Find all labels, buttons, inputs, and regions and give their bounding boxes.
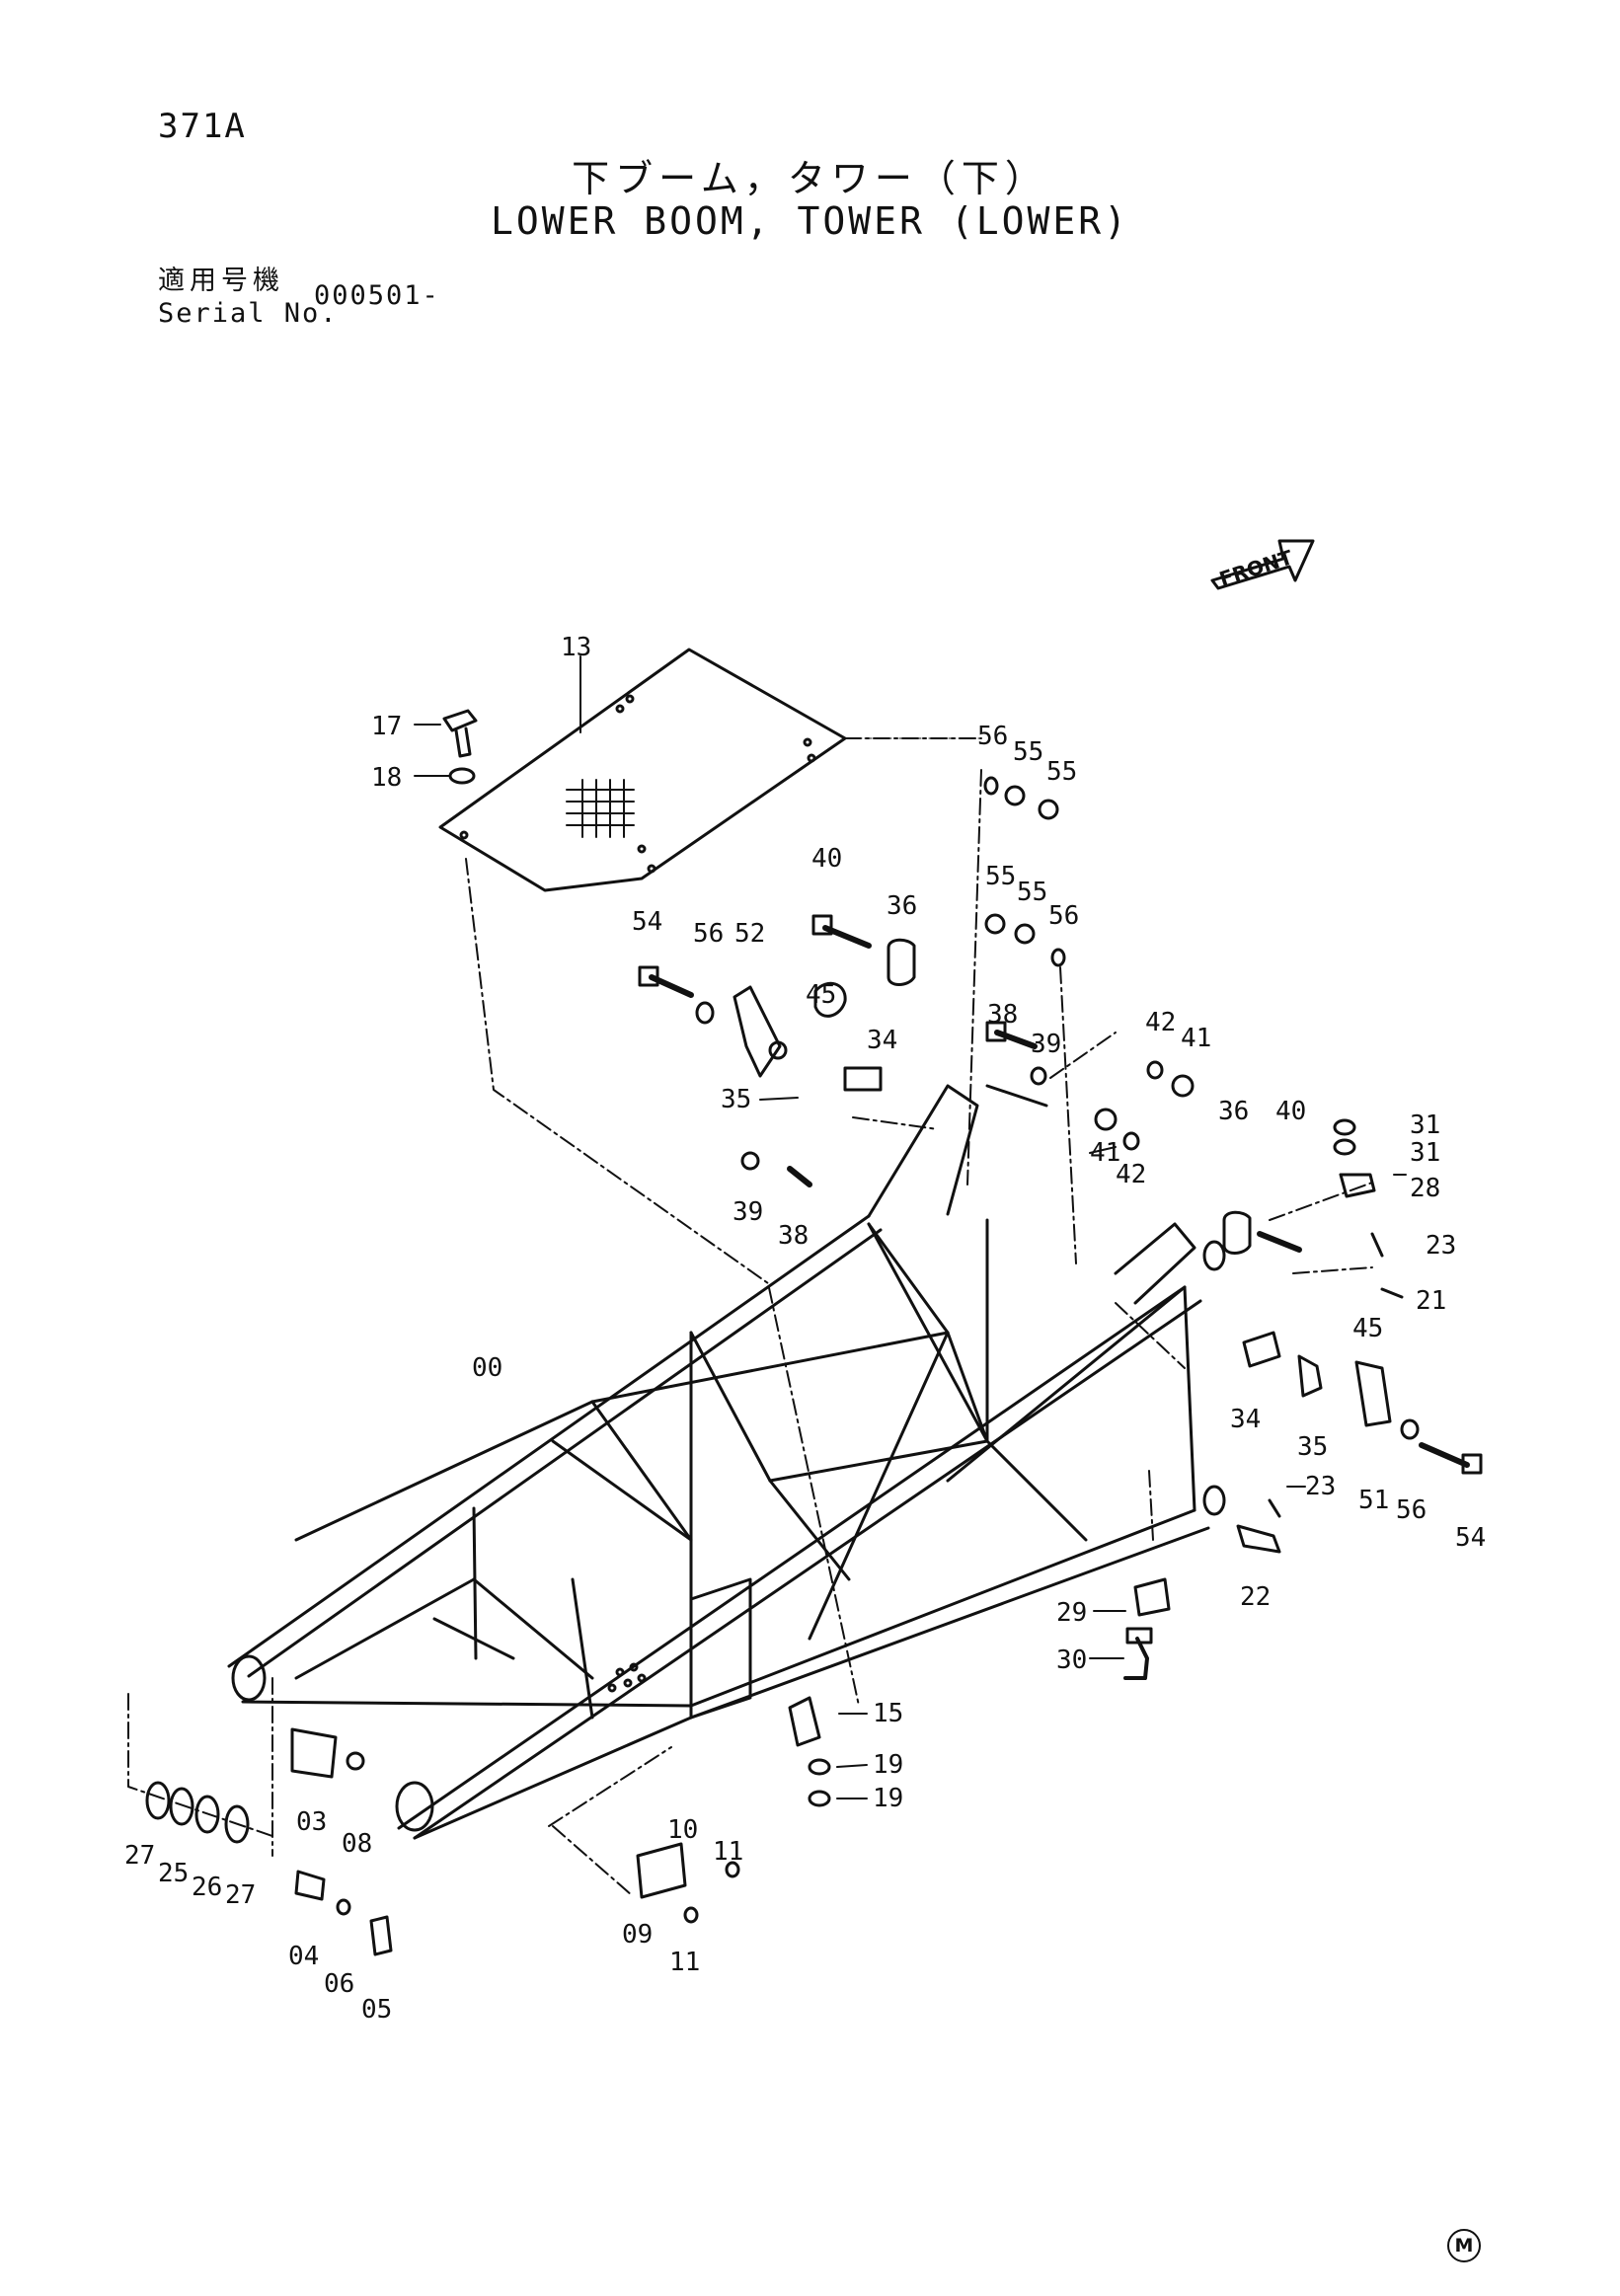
callout-label: 19	[873, 1750, 903, 1780]
lower-boom-frame	[227, 1084, 1226, 1840]
title-english: LOWER BOOM, TOWER (LOWER)	[491, 199, 1129, 243]
callout-label: 55	[1046, 757, 1077, 787]
callout-label: 04	[288, 1942, 319, 1971]
callout-label: 15	[873, 1699, 903, 1728]
page-code: 371A	[158, 107, 247, 146]
callout-label: 55	[985, 862, 1016, 891]
callout-label: 34	[1230, 1405, 1261, 1434]
callout-label: 23	[1426, 1231, 1456, 1261]
callout-label: 21	[1416, 1286, 1446, 1316]
callout-label: 00	[472, 1353, 502, 1383]
callout-label: 36	[1218, 1097, 1249, 1126]
title-japanese: 下ブーム，タワー（下）	[572, 157, 1048, 200]
serial-label-japanese: 適用号機	[158, 266, 284, 296]
front-arrow-icon	[1210, 539, 1315, 590]
callout-label: 34	[867, 1026, 897, 1055]
callout-label: 54	[1455, 1523, 1486, 1553]
callout-label: 06	[324, 1969, 354, 1999]
callout-label: 27	[124, 1841, 155, 1871]
callout-label: 18	[371, 763, 402, 793]
front-label: FRONT	[1216, 545, 1295, 591]
callout-label: 11	[669, 1948, 700, 1977]
callout-label: 03	[296, 1807, 327, 1837]
callout-label: 56	[1048, 901, 1079, 931]
callout-labels: 13 17 18 56 55 55 40 36 55 55 56 54 56 5…	[124, 633, 1486, 2025]
callout-label: 11	[713, 1837, 743, 1867]
callout-label: 05	[361, 1995, 392, 2025]
callout-label: 55	[1017, 878, 1047, 907]
callout-label: 55	[1013, 737, 1043, 767]
callout-label: 40	[811, 844, 842, 874]
callout-label: 08	[342, 1829, 372, 1859]
callout-label: 56	[1396, 1495, 1427, 1525]
callout-label: 56	[977, 722, 1008, 751]
callout-label: 26	[192, 1873, 222, 1902]
callout-label: 45	[1352, 1314, 1383, 1343]
m-mark: M	[1447, 2229, 1481, 2262]
callout-label: 17	[371, 712, 402, 741]
callout-label: 51	[1358, 1486, 1389, 1515]
serial-number: 000501-	[314, 280, 440, 311]
callout-label: 35	[1297, 1432, 1328, 1462]
leader-lines	[127, 737, 1373, 1896]
callout-label: 23	[1305, 1472, 1336, 1501]
callout-label: 35	[721, 1085, 751, 1114]
callout-label: 25	[158, 1859, 189, 1888]
callout-label: 31	[1410, 1138, 1440, 1168]
hardware	[145, 776, 1483, 1956]
callout-label: 29	[1056, 1598, 1087, 1628]
callout-label: 39	[1031, 1030, 1061, 1059]
bolt-17	[442, 709, 478, 758]
callout-label: 40	[1275, 1097, 1306, 1126]
callout-label: 31	[1410, 1110, 1440, 1140]
callout-leaders	[414, 655, 1407, 1799]
callout-label: 19	[873, 1784, 903, 1813]
callout-label: 38	[987, 1000, 1018, 1030]
callout-label: 41	[1181, 1024, 1211, 1053]
callout-label: 30	[1056, 1645, 1087, 1675]
callout-label: 45	[806, 980, 836, 1010]
callout-label: 28	[1410, 1174, 1440, 1203]
callout-label: 09	[622, 1920, 653, 1950]
callout-label: 54	[632, 907, 662, 937]
callout-label: 52	[734, 919, 765, 949]
washer-18	[448, 767, 476, 785]
callout-label: 42	[1116, 1160, 1146, 1189]
callout-label: 27	[225, 1880, 256, 1910]
callout-label: 41	[1090, 1138, 1120, 1168]
callout-label: 36	[887, 891, 917, 921]
callout-label: 10	[667, 1815, 698, 1845]
cover-plate	[438, 648, 847, 892]
callout-label: 22	[1240, 1582, 1271, 1612]
callout-label: 13	[561, 633, 591, 662]
callout-label: 42	[1145, 1008, 1176, 1037]
callout-label: 39	[733, 1197, 763, 1227]
callout-label: 56	[693, 919, 724, 949]
callout-label: 38	[778, 1221, 809, 1251]
serial-label-english: Serial No.	[158, 298, 339, 329]
